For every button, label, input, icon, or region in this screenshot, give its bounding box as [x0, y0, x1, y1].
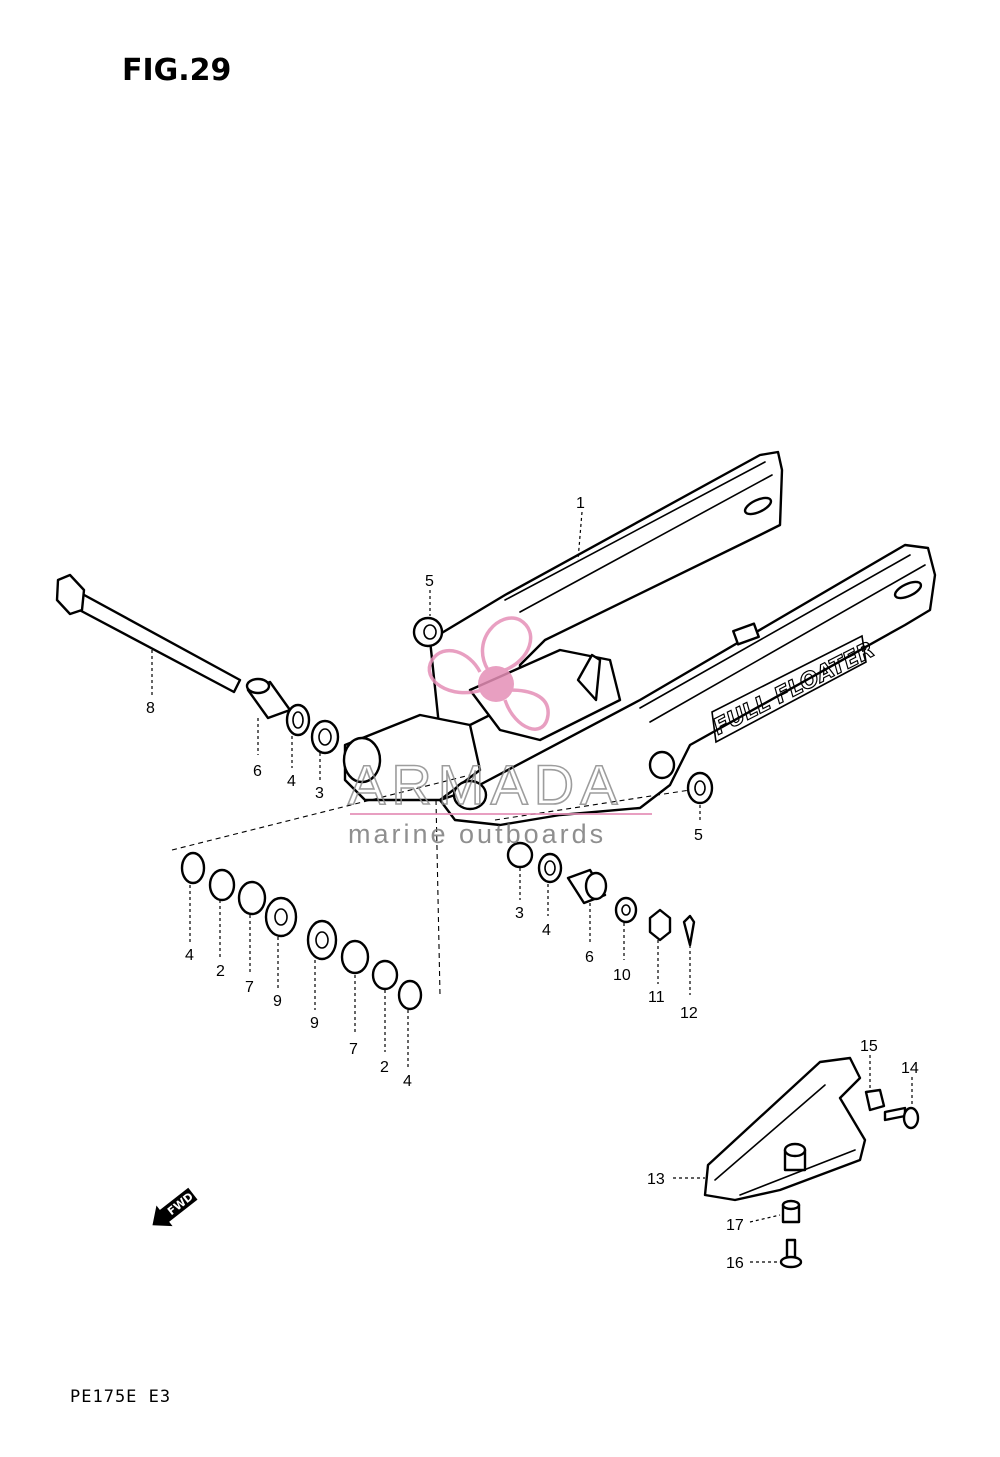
callout-4-upper: 4 [287, 773, 296, 790]
cushion-lever-assembly [703, 1056, 920, 1269]
part-9-washer-lower-a [264, 896, 298, 938]
leader-17 [749, 1214, 781, 1223]
callout-2-left-b: 2 [380, 1059, 389, 1076]
swingarm-rear-stud [648, 750, 676, 780]
swingarm-lower-arm-slot [893, 580, 923, 600]
model-code: PE175E E3 [70, 1387, 171, 1407]
part-6-spacer-upper-face [245, 677, 271, 695]
callout-5-upper: 5 [425, 573, 434, 590]
part-16-bolt-head [779, 1255, 803, 1269]
callout-6-upper: 6 [253, 763, 262, 780]
part-10-washer [614, 896, 638, 924]
part-3-bearing-right [506, 841, 534, 869]
part-6-spacer-right-face [584, 871, 608, 901]
callout-labels: 1 5 8 6 4 3 5 4 2 7 9 9 7 2 4 3 4 6 10 1… [146, 495, 919, 1272]
callout-9-left-b: 9 [310, 1015, 319, 1032]
part-12-cotter-pin [682, 914, 696, 947]
swingarm-pivot-bore [342, 736, 382, 784]
callout-4-right: 4 [542, 922, 551, 939]
part-13-cushion-lever [703, 1056, 867, 1202]
part-9-washer-lower-b-hole [315, 931, 329, 949]
part-5-bearing-lower [686, 771, 714, 805]
callout-15: 15 [860, 1038, 878, 1055]
callout-4-left-a: 4 [185, 947, 194, 964]
callout-3-upper: 3 [315, 785, 324, 802]
right-parts [412, 616, 714, 947]
part-4-washer-upper [285, 703, 311, 737]
swingarm-logo-plate [711, 634, 867, 744]
callout-14: 14 [901, 1060, 919, 1077]
callout-2-left-a: 2 [216, 963, 225, 980]
part-4-washer-right-hole [544, 860, 556, 876]
pivot-bolt-shaft [68, 588, 242, 694]
pivot-bolt-head [55, 573, 86, 616]
part-4-washer-lower-b [397, 979, 423, 1011]
swingarm-axle-stub [732, 622, 760, 646]
part-3-bearing-upper-hole [318, 728, 332, 746]
part-5-bearing-upper [412, 616, 444, 648]
part-7-seal-lower-b [340, 939, 370, 975]
part-13-lever-rib [714, 1084, 856, 1196]
callout-7-left-a: 7 [245, 979, 254, 996]
callout-13: 13 [647, 1171, 665, 1188]
part-17-sleeve-top [781, 1199, 801, 1211]
forward-arrow-shape [152, 1187, 198, 1227]
callout-1: 1 [576, 495, 585, 512]
forward-arrow: FWD [152, 1187, 198, 1227]
left-lower-parts [180, 851, 423, 1011]
pivot-bolt [55, 573, 242, 694]
part-2-bushing-lower-a [208, 868, 236, 902]
swingarm-bracket [576, 653, 602, 702]
callout-4-left-b: 4 [403, 1073, 412, 1090]
callout-6-right: 6 [585, 949, 594, 966]
part-10-washer-hole [621, 904, 631, 916]
callout-7-left-b: 7 [349, 1041, 358, 1058]
leader-lines [151, 511, 913, 1263]
leader-1 [577, 511, 583, 561]
callout-10: 10 [613, 967, 631, 984]
part-14-bolt-head [902, 1106, 920, 1130]
part-3-bearing-upper [310, 719, 340, 755]
swingarm-upper-arm-ridge [504, 461, 773, 613]
part-11-nut [648, 908, 672, 942]
callout-3-right: 3 [515, 905, 524, 922]
part-9-washer-lower-b [306, 919, 338, 961]
part-5-bearing-lower-hole [694, 780, 706, 796]
part-15-bushing [864, 1088, 886, 1112]
alignment-line-left [171, 774, 471, 851]
swingarm-upper-arm-slot [743, 496, 773, 516]
part-13-lever-boss-top [783, 1142, 807, 1158]
callout-16: 16 [726, 1255, 744, 1272]
figure-title: FIG.29 [122, 53, 231, 88]
alignment-line-vertical [435, 799, 441, 996]
part-2-bushing-lower-b [371, 959, 399, 991]
part-9-washer-lower-a-hole [274, 908, 288, 926]
swingarm-lower-arm [438, 543, 937, 827]
part-4-washer-upper-hole [292, 711, 304, 729]
part-14-bolt [883, 1106, 907, 1122]
propeller-logo-icon [427, 616, 550, 731]
swingarm-lower-pivot-bore [452, 779, 488, 811]
part-4-washer-right [537, 852, 563, 884]
callout-5-lower: 5 [694, 827, 703, 844]
part-16-bolt [785, 1238, 797, 1260]
swingarm-lower-arm-ridge [639, 554, 926, 723]
callout-9-left-a: 9 [273, 993, 282, 1010]
callout-8: 8 [146, 700, 155, 717]
part-5-bearing-upper-hole [423, 624, 437, 640]
watermark: ARMADA marine outboards [347, 616, 652, 849]
part-4-washer-lower-a [180, 851, 206, 885]
watermark-brand: ARMADA [348, 753, 624, 816]
left-upper-parts [245, 677, 340, 755]
alignment-line-right [494, 789, 691, 821]
callout-12: 12 [680, 1005, 698, 1022]
watermark-tagline: marine outboards [348, 819, 606, 849]
part-7-seal-lower-a [237, 880, 267, 916]
callout-17: 17 [726, 1217, 744, 1234]
callout-11: 11 [648, 989, 665, 1006]
